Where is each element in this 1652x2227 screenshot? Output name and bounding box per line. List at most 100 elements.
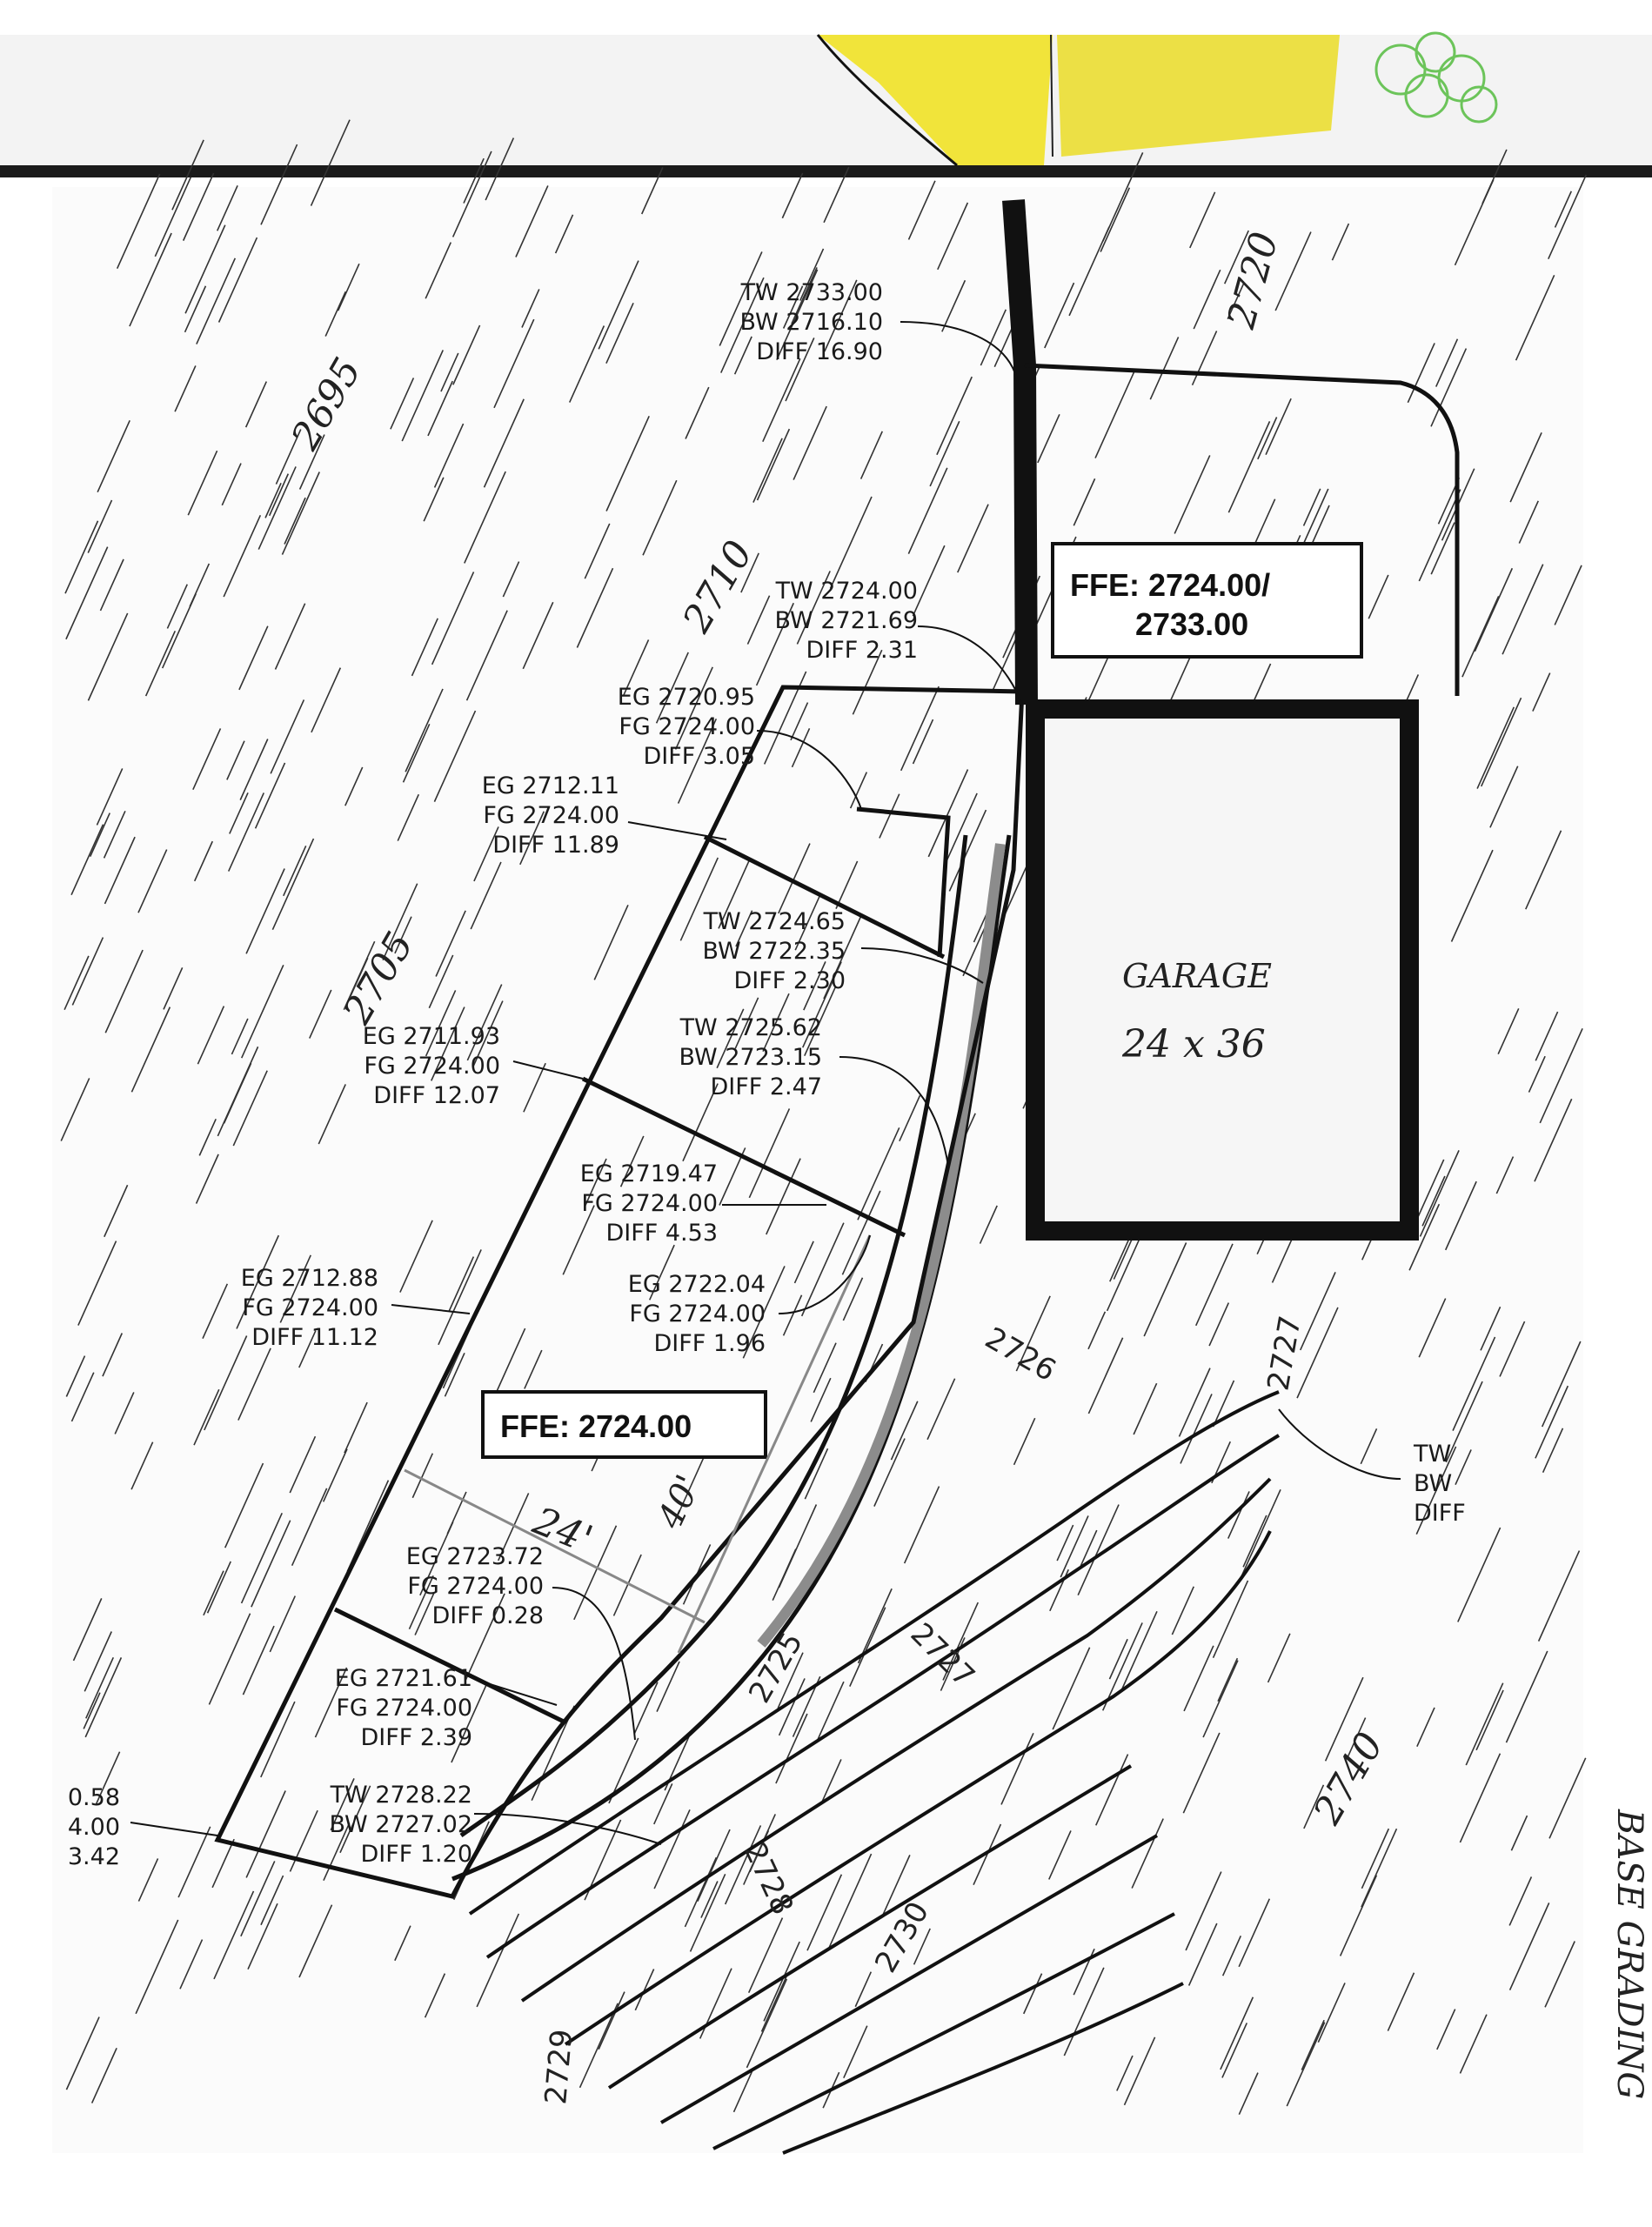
slope-hatch-line [257,466,297,550]
slope-hatch-line [1178,1368,1211,1437]
slope-hatch-line [740,552,759,593]
slope-hatch-line [184,285,207,333]
slope-hatch-line [890,1401,919,1461]
slope-hatch-line [523,1062,546,1113]
slope-hatch-line [734,997,759,1049]
slope-hatch-line [425,990,457,1057]
slope-hatch-line [1238,2072,1259,2115]
slope-hatch-line [221,463,242,506]
slope-hatch-line [60,1078,90,1141]
slope-hatch-line [206,1561,231,1614]
slope-hatch-line [1548,174,1588,260]
slope-hatch-line [622,639,650,696]
slope-hatch-line [1415,1159,1445,1221]
slope-hatch-line [411,618,438,677]
elevation-line: TW 2725.62 [679,1014,822,1041]
elevation-line: DIFF 2.39 [360,1724,472,1751]
slope-hatch-line [279,1254,311,1323]
slope-hatch-line [322,1448,348,1502]
slope-hatch-line [451,150,492,237]
slope-hatch-line [1361,1828,1398,1908]
slope-hatch-line [1073,478,1096,526]
slope-hatch-line [104,1184,129,1238]
slope-hatch-line [1445,1381,1483,1463]
slope-hatch-line [1267,1633,1291,1683]
slope-hatch-line [1436,2009,1456,2050]
slope-hatch-line [1324,1676,1364,1762]
slope-hatch-line [576,567,614,648]
slope-hatch-line [419,1521,454,1596]
slope-hatch-line [1227,421,1271,513]
slope-hatch-line [813,1342,837,1394]
slope-hatch-line [554,214,574,254]
slope-hatch-line [806,1874,843,1951]
slope-hatch-line [493,1328,526,1397]
slope-hatch-line [433,423,465,488]
slope-hatch-line [187,450,218,516]
elevation-line: EG 2712.88 [241,1265,378,1292]
slope-hatch-line [1419,1150,1460,1237]
slope-hatch-line [344,1401,368,1454]
slope-hatch-line [397,793,420,841]
elevation-line: TW [1413,1441,1451,1468]
slope-hatch-line [1044,282,1075,349]
slope-hatch-line [700,1881,719,1918]
yellow-highlight [818,35,1053,165]
slope-hatch-line [937,202,969,271]
slope-hatch-line [1116,2055,1134,2091]
slope-hatch-line [756,428,791,501]
slope-hatch-line [785,338,815,402]
elevation-line: EG 2712.11 [482,772,619,799]
slope-hatch-line [411,1453,434,1499]
slope-hatch-line [144,630,177,697]
slope-hatch-line [1102,152,1144,242]
slope-hatch-line [760,1976,787,2032]
slope-hatch-line [83,1692,101,1729]
slope-hatch-line [240,964,284,1059]
slope-hatch-line [634,1969,655,2011]
slope-hatch-line [857,1588,893,1664]
slope-hatch-line [829,496,873,589]
slope-hatch-line [323,1822,351,1882]
slope-hatch-line [1133,1382,1158,1435]
slope-hatch-line [746,595,771,645]
slope-hatch-line [1408,1203,1441,1271]
slope-hatch-line [1077,1504,1120,1595]
slope-hatch-line [1418,1298,1447,1358]
slope-hatch-line [942,1602,980,1681]
slope-hatch-line [720,277,765,373]
slope-hatch-line [202,1283,229,1340]
slope-hatch-line [746,1978,788,2069]
slope-hatch-line [899,1095,921,1142]
slope-hatch-line [598,1991,625,2050]
slope-hatch-line [274,603,306,670]
slope-hatch-line [1193,269,1221,330]
slope-hatch-line [193,1388,220,1446]
slope-hatch-line [763,1941,800,2022]
slope-hatch-line [104,836,136,905]
ffe-upper-line2: 2733.00 [1135,606,1248,642]
slope-hatch-line [1499,1321,1526,1377]
slope-hatch-line [755,602,794,686]
slope-hatch-line [1180,1394,1213,1464]
slope-hatch-line [240,1512,283,1604]
elevation-line: FG 2724.00 [581,1190,718,1217]
slope-hatch-line [260,1875,284,1926]
slope-hatch-line [1539,1028,1583,1124]
slope-hatch-line [464,471,506,564]
slope-hatch-line [782,285,804,329]
slope-hatch-line [289,1809,318,1872]
slope-hatch-line [414,1591,436,1635]
slope-hatch-line [232,1070,268,1147]
slope-hatch-line [531,1705,575,1802]
slope-hatch-line [1495,1156,1515,1194]
slope-hatch-line [224,1462,264,1548]
slope-hatch-line [791,267,818,324]
slope-hatch-line [802,961,842,1048]
slope-hatch-line [337,263,360,311]
slope-hatch-line [524,1349,543,1389]
slope-hatch-line [211,1838,235,1889]
retaining-wall [1002,199,1460,706]
